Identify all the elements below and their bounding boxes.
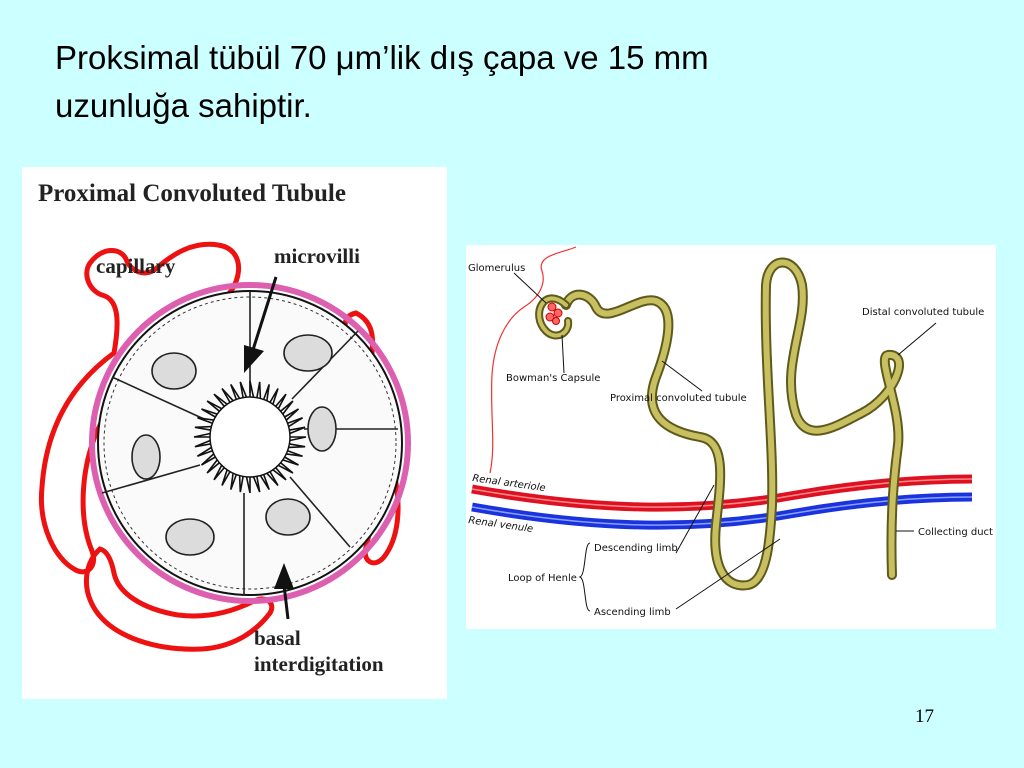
nuclei: [131, 334, 337, 556]
basal-arrow: [282, 584, 290, 620]
afferent-vessel: [489, 246, 577, 474]
interdigitation-label: interdigitation: [254, 652, 384, 676]
basement-membrane: [89, 282, 411, 604]
descending-limb-label: Descending limb: [594, 543, 678, 554]
microvilli-arrow: [250, 276, 278, 354]
loop-of-henle-label: Loop of Henle: [508, 573, 577, 584]
microvilli-arrowhead: [244, 345, 264, 373]
pointer-lines: [513, 272, 937, 610]
microvillus: [286, 449, 303, 457]
microvillus: [194, 439, 211, 448]
microvillus: [288, 443, 306, 449]
proximal-pointer: [661, 360, 703, 392]
microvillus: [262, 384, 270, 401]
figure-title: Proximal Convoluted Tubule: [38, 180, 346, 207]
bowmans-capsule-label: Bowman's Capsule: [506, 373, 600, 384]
microvillus: [282, 456, 299, 466]
microvillus: [252, 476, 261, 493]
nucleus: [165, 518, 215, 556]
distal-tubule-label: Distal convoluted tubule: [862, 307, 984, 318]
bowmans-pointer: [561, 334, 565, 374]
slide-title: Proksimal tübül 70 μm’lik dış çapa ve 15…: [55, 34, 955, 130]
nucleus: [283, 334, 333, 372]
microvillus: [284, 408, 300, 421]
microvillus: [275, 393, 287, 410]
microvillus: [289, 436, 307, 442]
capillary-lower: [83, 546, 275, 652]
microvillus: [206, 459, 220, 474]
title-line-1: Proksimal tübül 70 μm’lik dış çapa ve 15…: [55, 39, 709, 76]
basal-arrowhead: [274, 563, 294, 589]
microvillus: [272, 467, 287, 481]
basal-infoldings: [103, 296, 397, 590]
microvillus: [259, 474, 270, 491]
microvillus: [256, 381, 262, 399]
proximal-tubule-cross-section-figure: Proximal Convoluted Tubule: [22, 167, 447, 699]
lumen: [209, 396, 291, 478]
microvillus: [221, 387, 234, 403]
microvillus: [238, 475, 244, 493]
microvillus: [266, 471, 279, 487]
capillary-label: capillary: [96, 254, 176, 278]
microvillus: [287, 417, 304, 428]
nephron-tubule: [561, 257, 904, 591]
microvillus: [277, 462, 294, 474]
microvillus: [230, 473, 238, 490]
nephron-diagram: Glomerulus Bowman's Capsule Proximal con…: [466, 245, 996, 629]
microvillus: [230, 383, 241, 400]
glomerulus-label: Glomerulus: [468, 263, 525, 274]
nephron-svg: Glomerulus Bowman's Capsule Proximal con…: [468, 246, 993, 618]
tubule-fill: [563, 259, 902, 589]
microvillus: [193, 432, 211, 438]
microvillus: [197, 417, 214, 425]
microvillus: [245, 476, 251, 494]
ascending-pointer: [675, 538, 781, 610]
microvillus: [221, 469, 231, 486]
proximal-tubule-label: Proximal convoluted tubule: [610, 393, 747, 404]
loop-of-henle-brace: [578, 542, 591, 612]
glomerulus-pointer: [513, 272, 547, 304]
microvillus: [239, 381, 248, 398]
microvilli-label: microvilli: [274, 244, 360, 268]
microvillus: [213, 393, 228, 407]
basal-label: basal: [254, 626, 301, 650]
descending-pointer: [675, 484, 715, 554]
microvillus: [280, 400, 294, 415]
microvillus: [213, 464, 225, 481]
ascending-limb-label: Ascending limb: [594, 607, 671, 618]
nucleus: [307, 406, 337, 452]
collecting-duct-label: Collecting duct: [918, 527, 993, 538]
microvillus: [201, 408, 218, 418]
label-arrows: [244, 276, 294, 620]
microvillus: [200, 453, 216, 466]
glomerulus: [545, 302, 563, 325]
microvillus: [269, 388, 279, 405]
nucleus: [131, 434, 161, 480]
title-line-2: uzunluğa sahiptir.: [55, 87, 312, 124]
cross-section-svg: Proximal Convoluted Tubule: [38, 180, 411, 676]
page-number: 17: [915, 706, 934, 727]
microvillus: [249, 380, 255, 398]
microvillus: [196, 446, 213, 457]
distal-pointer: [897, 322, 937, 356]
bowmans-capsule-fill: [537, 296, 571, 338]
nucleus: [151, 352, 197, 390]
microvillus: [194, 425, 212, 431]
microvillus: [289, 426, 306, 435]
microvillus: [206, 400, 223, 412]
nucleus: [265, 498, 311, 536]
microvilli-brush-border: [193, 380, 307, 494]
